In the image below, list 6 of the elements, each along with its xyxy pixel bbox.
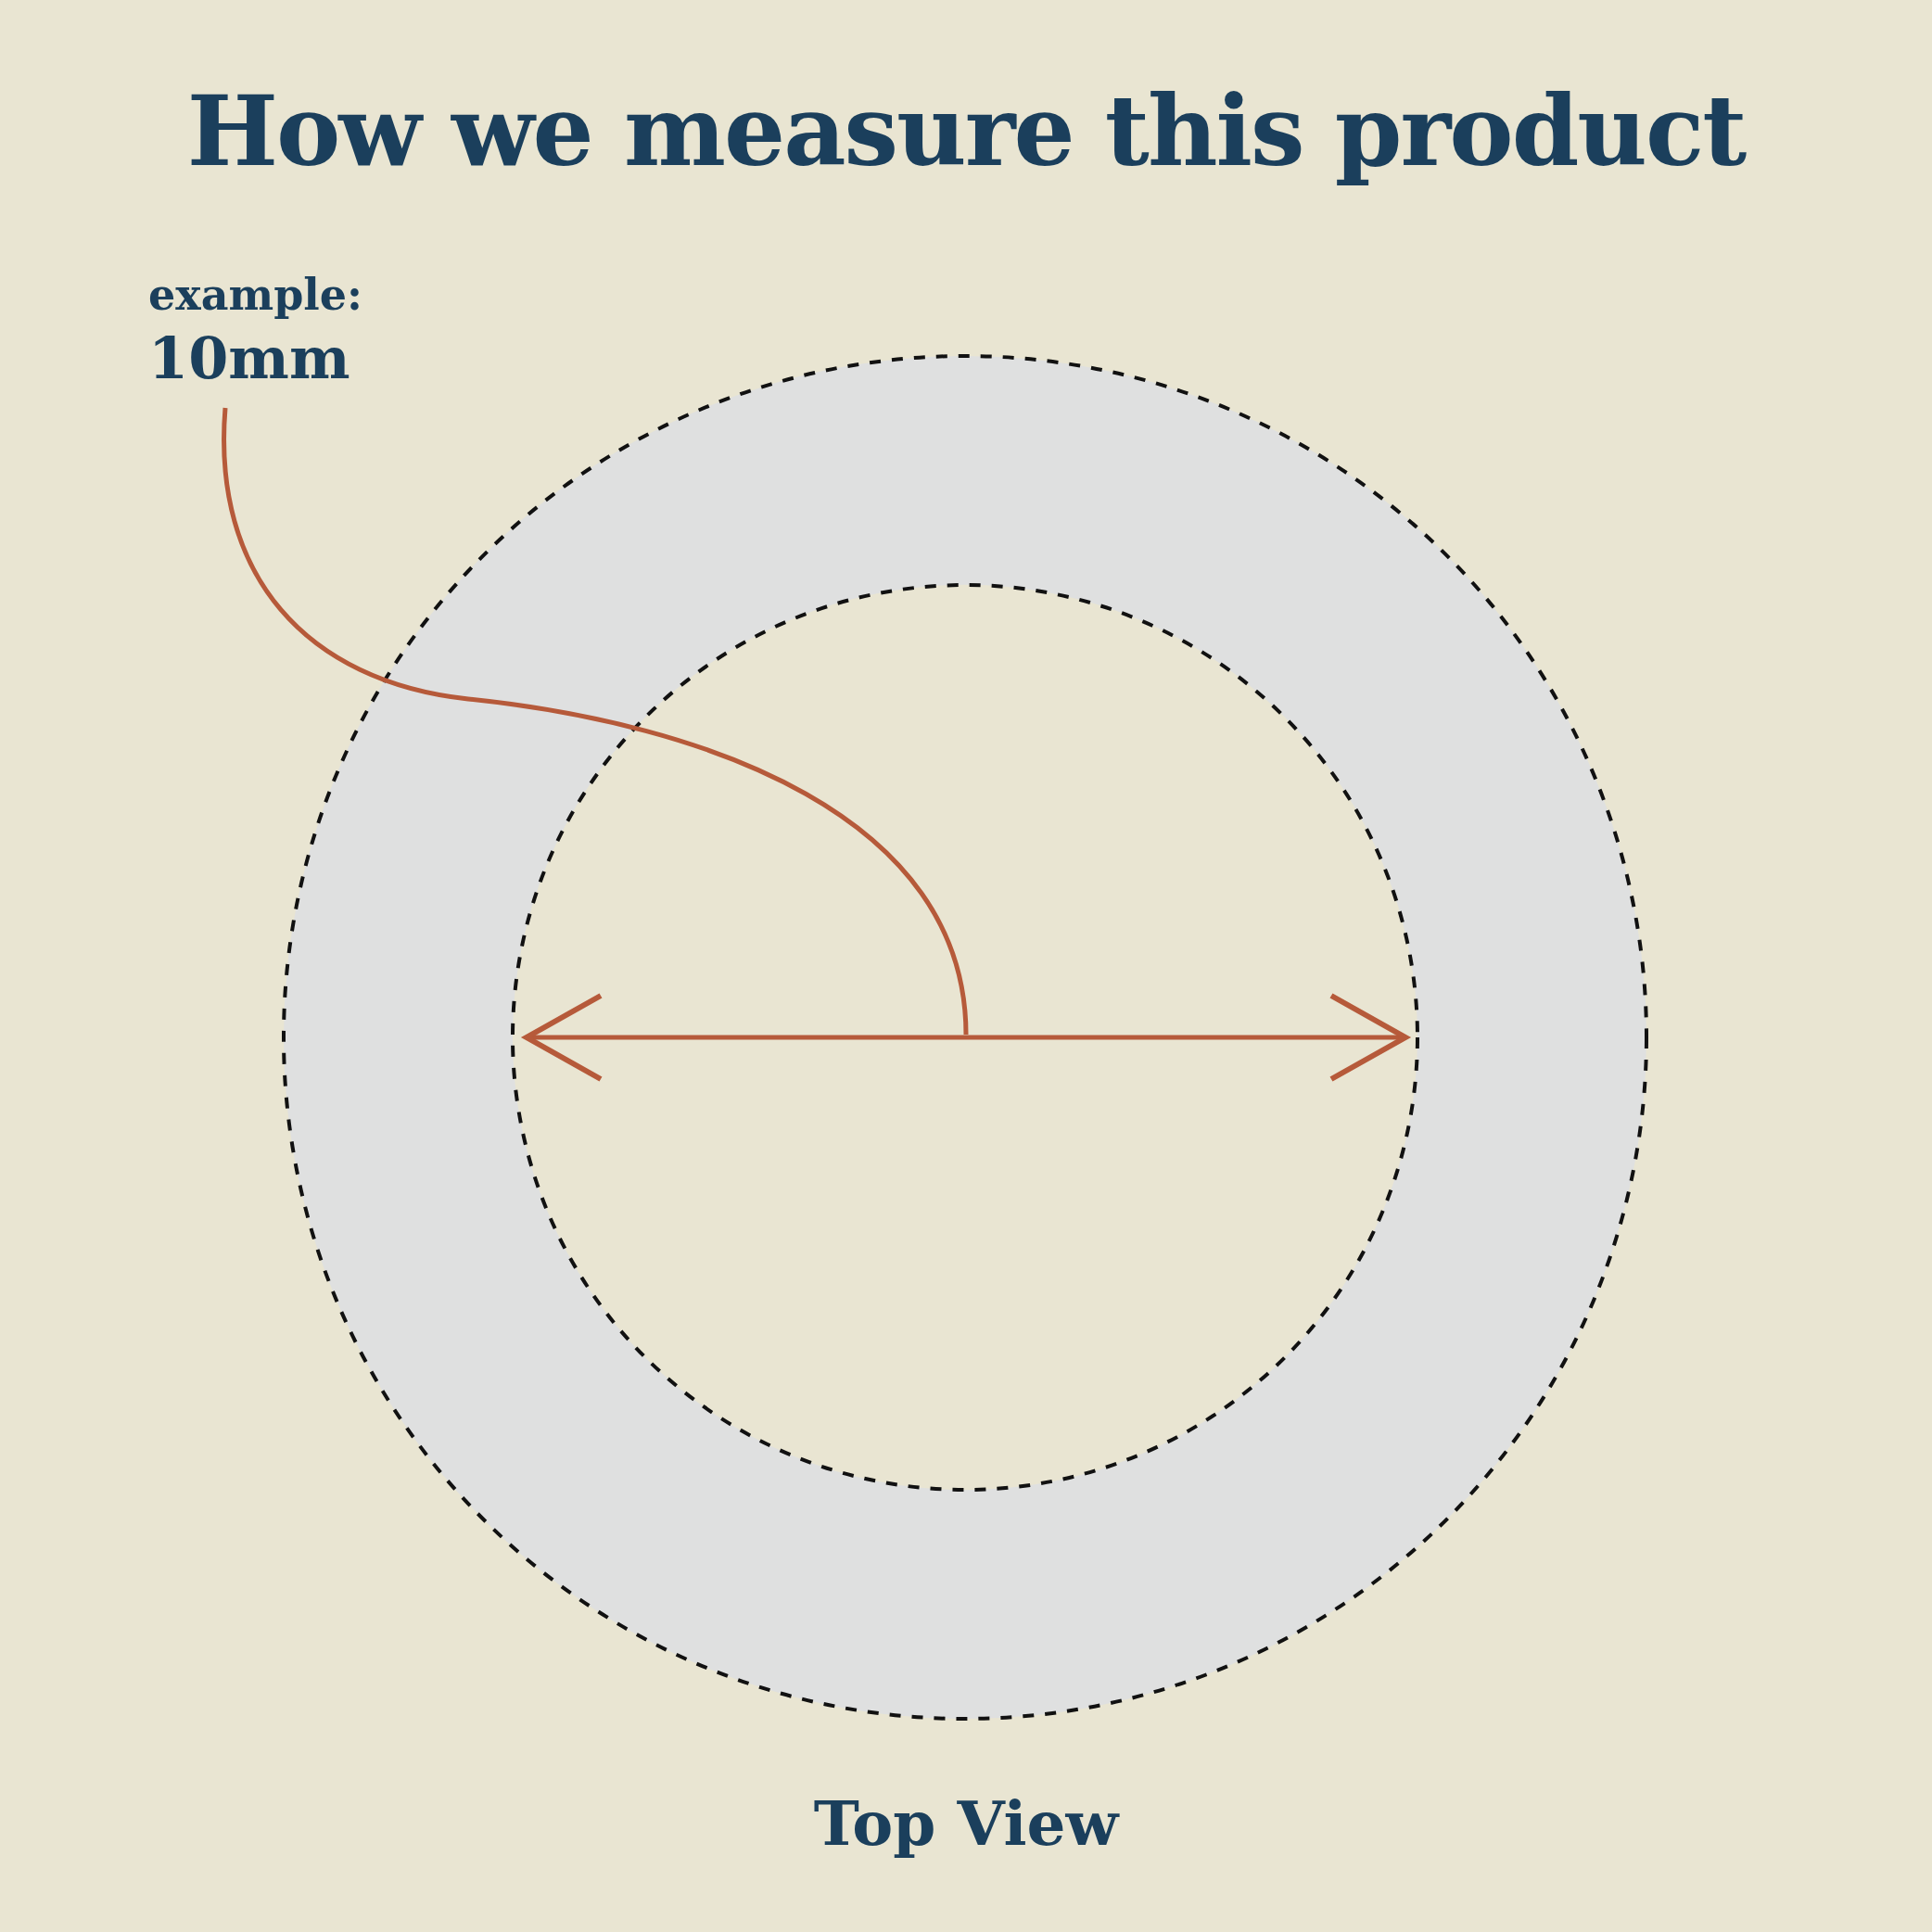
callout-label: example: (148, 269, 364, 322)
measurement-value: 10mm (148, 323, 351, 394)
caption: Top View (812, 1787, 1121, 1860)
leader-line (222, 407, 969, 1036)
title: How we measure this product (185, 74, 1748, 188)
dimension-line (524, 993, 1408, 1082)
